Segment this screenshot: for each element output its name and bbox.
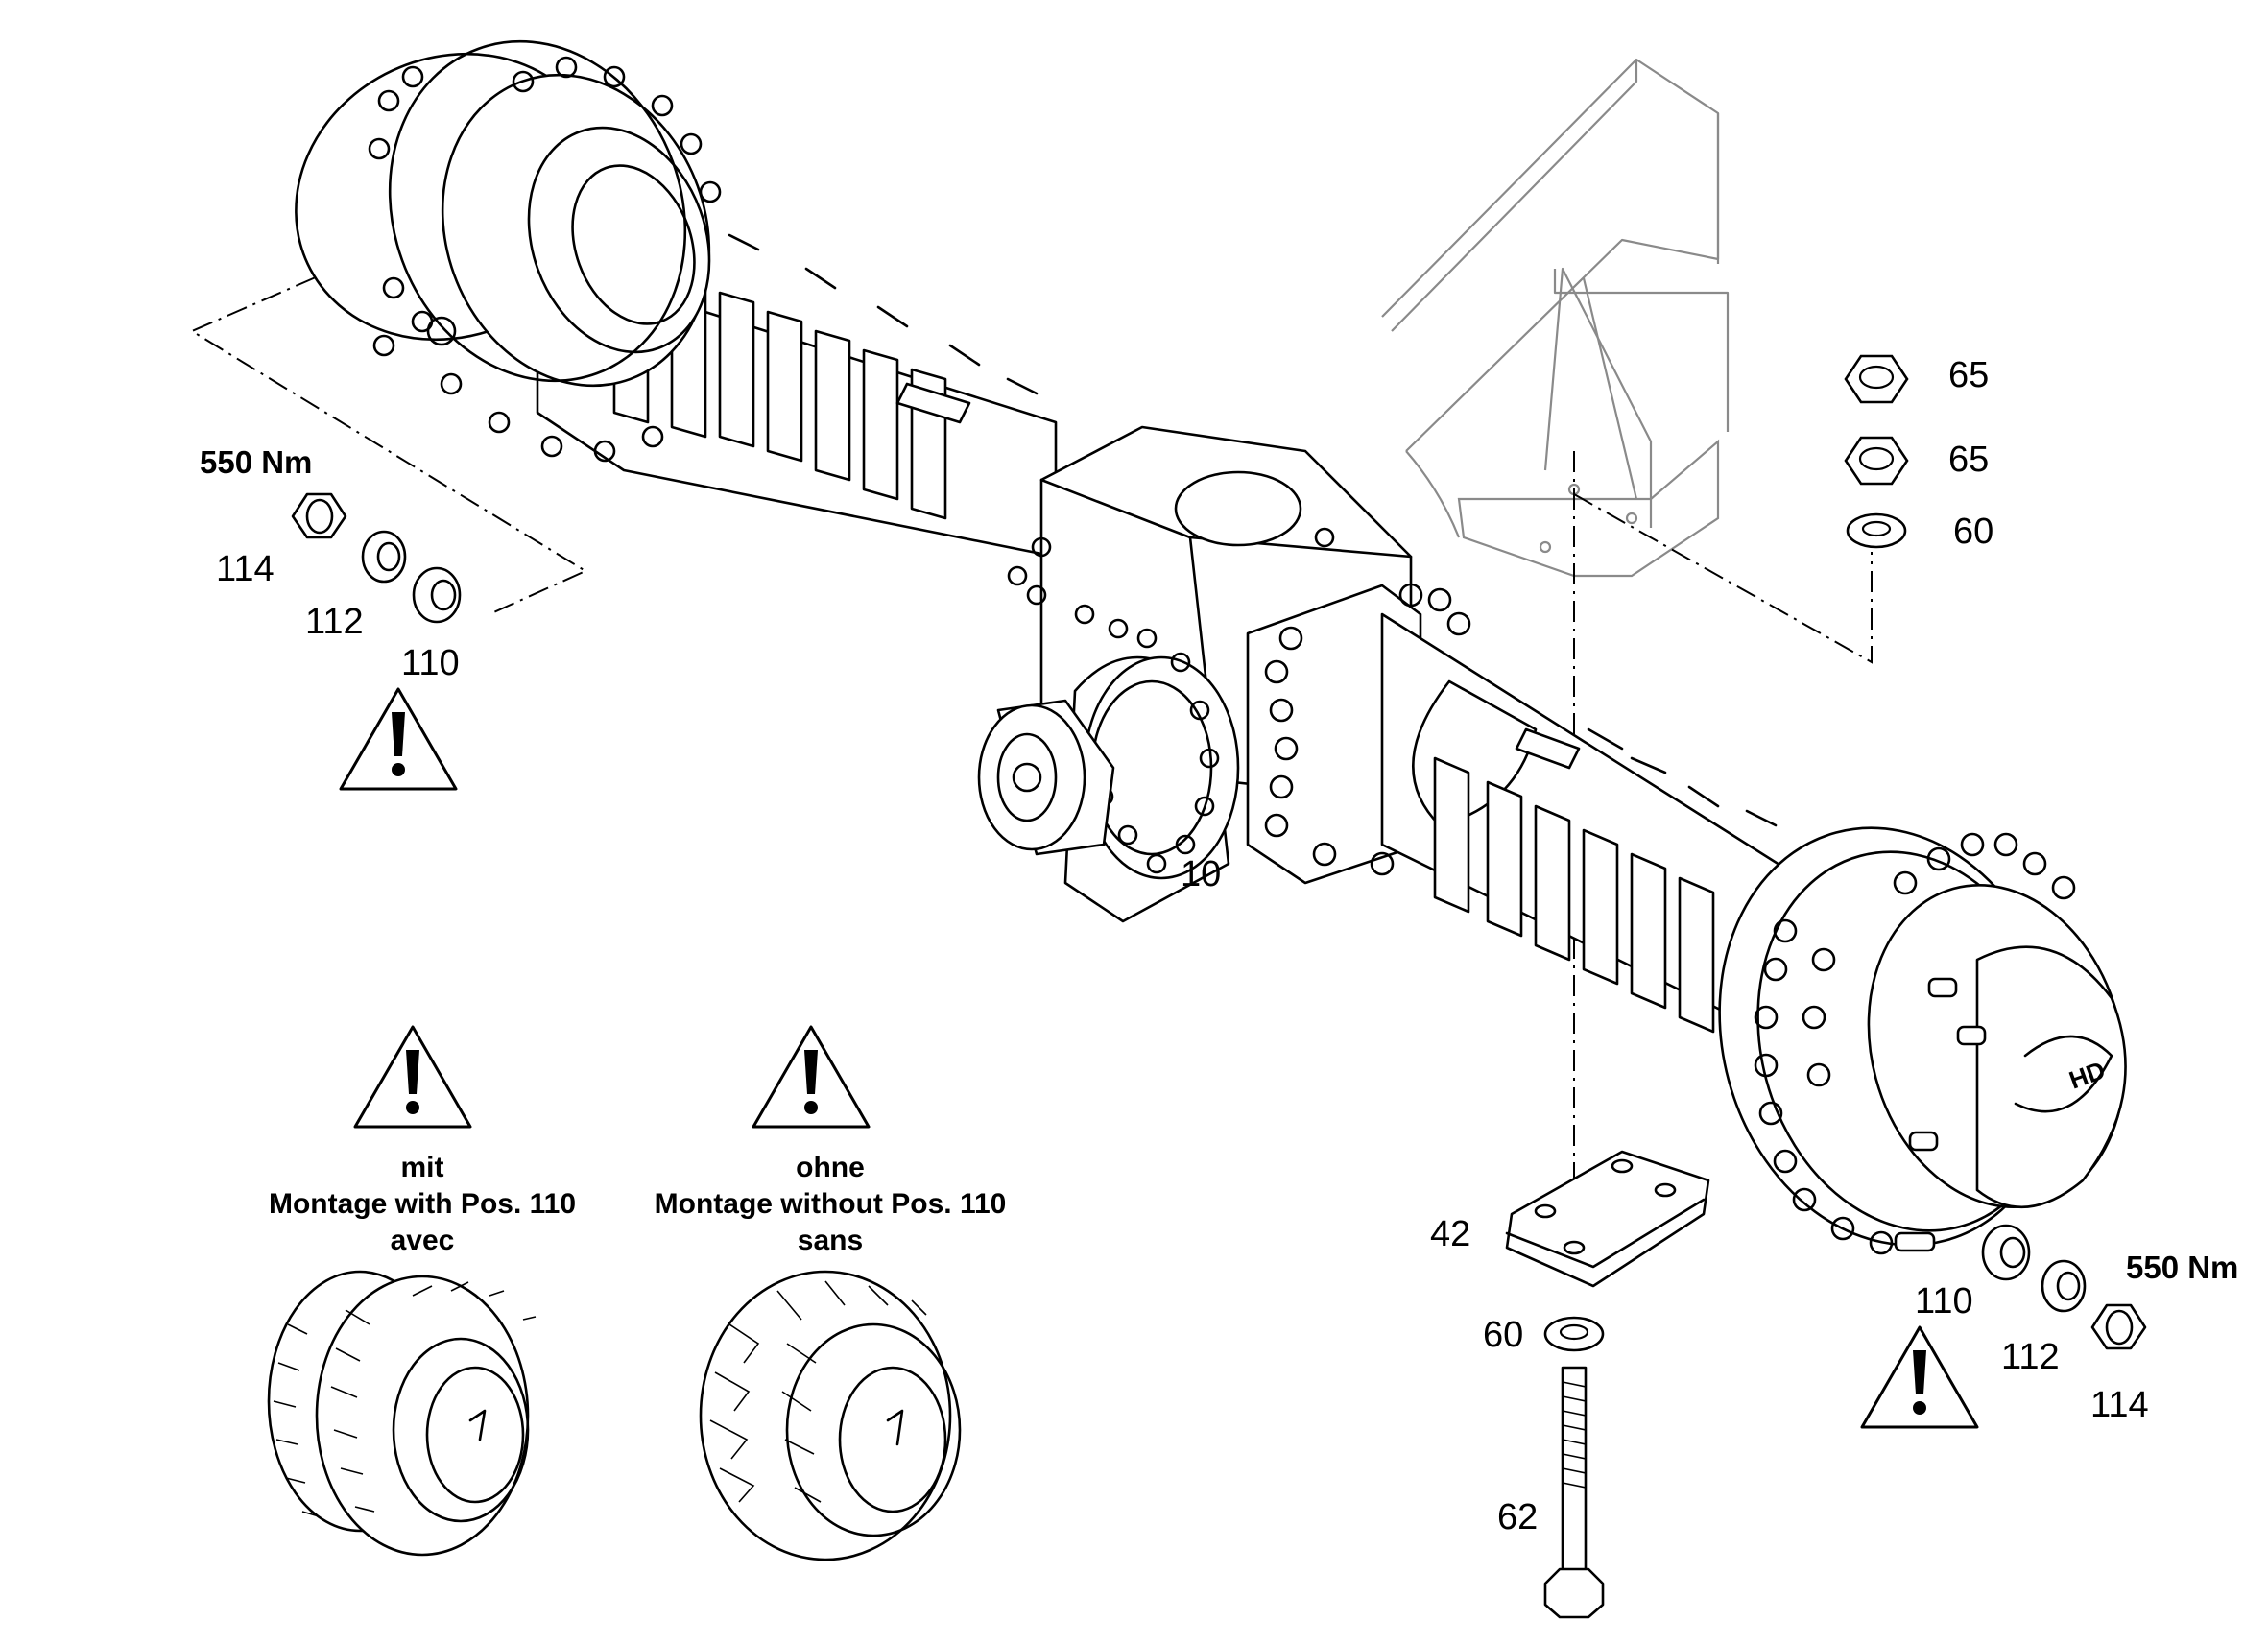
nut-65-a	[1844, 354, 1909, 404]
callout-42: 42	[1430, 1214, 1471, 1254]
wide-tyre-illustration	[699, 1270, 962, 1561]
callout-114-left: 114	[216, 549, 275, 589]
washer-60-top	[1846, 512, 1907, 549]
warning-triangle-icon	[752, 1025, 871, 1129]
callout-10: 10	[1181, 854, 1222, 894]
axle-beam-right	[1380, 612, 1826, 1048]
caption-without-pos-110: ohne Montage without Pos. 110 sans	[629, 1150, 1032, 1259]
spacer-110-left	[412, 566, 462, 624]
callout-65-a: 65	[1948, 355, 1990, 395]
mounting-plate-42	[1505, 1150, 1710, 1288]
differential-housing	[977, 425, 1471, 923]
warning-triangle-icon	[1860, 1325, 1979, 1429]
bolt-62	[1543, 1366, 1605, 1619]
callout-112-left: 112	[305, 602, 364, 642]
callout-112-right: 112	[2001, 1337, 2060, 1377]
washer-112-right	[2041, 1259, 2087, 1313]
caption-without-line1: ohne	[796, 1152, 865, 1183]
dual-tyre-illustration	[267, 1270, 537, 1557]
washer-60-bottom	[1543, 1316, 1605, 1352]
nut-65-b	[1844, 436, 1909, 486]
callout-110-left: 110	[401, 643, 460, 683]
callout-65-b: 65	[1948, 440, 1990, 480]
callout-60-top: 60	[1953, 512, 1994, 552]
callout-114-right: 114	[2090, 1385, 2149, 1425]
caption-with-pos-110: mit Montage with Pos. 110 avec	[230, 1150, 614, 1259]
vehicle-frame	[1381, 58, 1730, 578]
caption-with-line3: avec	[390, 1225, 455, 1256]
warning-triangle-icon	[353, 1025, 472, 1129]
right-hub: HD	[1718, 826, 2127, 1255]
torque-left: 550 Nm	[200, 444, 313, 480]
callout-62: 62	[1497, 1497, 1539, 1537]
torque-right: 550 Nm	[2126, 1250, 2239, 1285]
washer-112-left	[361, 530, 407, 584]
caption-with-line1: mit	[400, 1152, 444, 1183]
left-hub	[295, 39, 722, 463]
nut-114-right	[2090, 1303, 2147, 1350]
caption-without-line2: Montage without Pos. 110	[654, 1188, 1007, 1220]
caption-with-line2: Montage with Pos. 110	[268, 1188, 577, 1220]
caption-without-line3: sans	[797, 1225, 864, 1256]
warning-triangle-icon	[339, 687, 458, 791]
nut-114-left	[291, 492, 347, 539]
spacer-110-right	[1981, 1224, 2031, 1281]
assembly-lines	[189, 247, 1873, 1248]
callout-60-bottom: 60	[1483, 1315, 1524, 1355]
callout-110-right: 110	[1915, 1281, 1973, 1322]
